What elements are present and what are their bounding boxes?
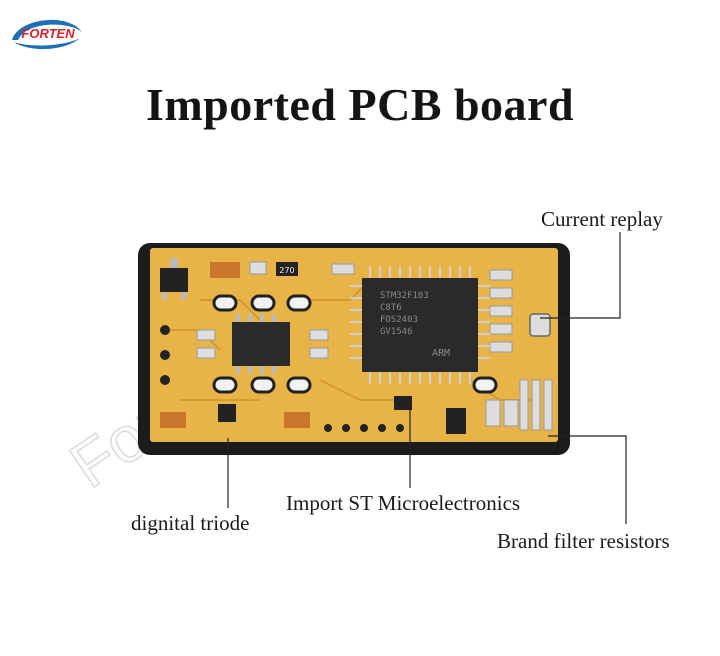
mcu-line-1: STM32F103 xyxy=(380,291,429,301)
small-ic-2 xyxy=(394,396,412,410)
logo-swoosh-top xyxy=(12,19,82,40)
digital-triode xyxy=(218,404,236,422)
passive-components: 270 xyxy=(160,261,553,431)
mcu-line-2: C8T6 xyxy=(380,303,402,313)
mcu-line-4: GV1546 xyxy=(380,327,413,337)
small-ic xyxy=(446,408,466,434)
forten-logo: FORTEN xyxy=(12,19,82,50)
label-dignital-triode: dignital triode xyxy=(131,511,250,535)
logo-text: FORTEN xyxy=(21,26,75,41)
mcu-brand: ARM xyxy=(432,348,450,359)
transistor-top xyxy=(160,268,188,292)
page-title: Imported PCB board xyxy=(145,79,575,130)
logo-swoosh-bottom xyxy=(14,38,80,50)
leader-lines xyxy=(227,232,627,524)
mcu-line-3: FOS2403 xyxy=(380,315,418,325)
label-brand-filter: Brand filter resistors xyxy=(497,529,670,553)
label-import-st: Import ST Microelectronics xyxy=(286,491,521,515)
soic-chip xyxy=(232,314,290,374)
mcu-chip: STM32F103 C8T6 FOS2403 GV1546 ARM xyxy=(350,266,490,384)
label-current-replay: Current replay xyxy=(541,207,663,231)
through-holes xyxy=(160,325,404,432)
solder-pads xyxy=(212,294,551,394)
svg-text:270: 270 xyxy=(279,266,294,275)
